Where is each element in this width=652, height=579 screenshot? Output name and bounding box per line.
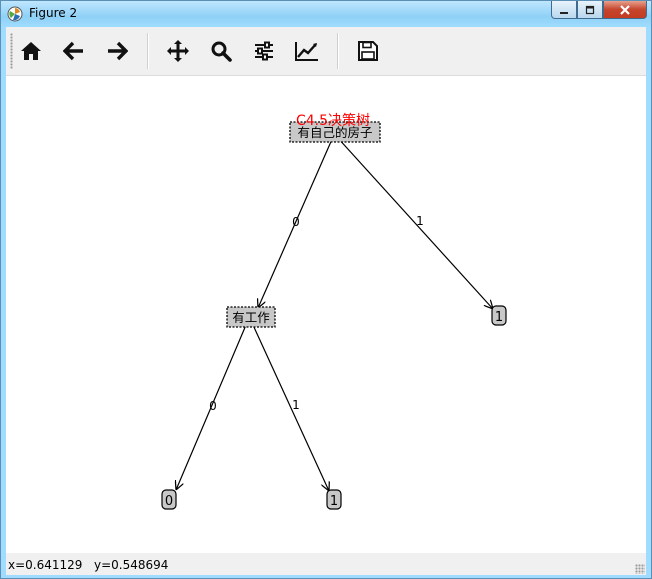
edge-label-work-0: 0 [209, 399, 217, 413]
toolbar-grip[interactable] [10, 33, 13, 69]
figure-canvas[interactable]: 0 1 0 1 有自己的房子 C4.5决策树 有工作 1 [6, 76, 646, 553]
back-button[interactable] [58, 35, 90, 67]
move-icon [167, 40, 189, 62]
decision-node-root: 有自己的房子 [289, 121, 381, 143]
close-icon [620, 4, 630, 15]
sliders-icon [255, 41, 273, 61]
home-button[interactable] [15, 35, 47, 67]
leaf-node-root-1: 1 [491, 305, 507, 326]
forward-button[interactable] [101, 35, 133, 67]
status-bar: x=0.641129 y=0.548694 [6, 553, 646, 575]
matplotlib-icon [7, 6, 23, 22]
edge-root-to-work [258, 136, 334, 308]
leaf-node-work-0: 0 [161, 489, 177, 510]
edge-work-to-leaf1 [252, 324, 329, 491]
cursor-y-readout: y=0.548694 [94, 558, 169, 572]
leaf-node-root-1-label: 1 [495, 310, 503, 325]
subplots-button[interactable] [248, 35, 280, 67]
edge-label-work-1: 1 [292, 398, 300, 412]
arrow-left-icon [63, 41, 83, 61]
save-button[interactable] [352, 35, 384, 67]
maximize-button[interactable] [577, 1, 603, 19]
edge-work-to-leaf0 [176, 324, 247, 490]
floppy-disk-icon [358, 41, 378, 61]
pan-button[interactable] [162, 35, 194, 67]
window-title: Figure 2 [29, 6, 78, 20]
title-bar[interactable]: Figure 2 [1, 1, 651, 27]
edge-label-root-1: 1 [416, 214, 424, 228]
edge-label-root-0: 0 [292, 215, 300, 229]
edit-axes-button[interactable] [291, 35, 323, 67]
home-icon [21, 42, 41, 60]
decision-node-work: 有工作 [226, 306, 276, 328]
figure-title: C4.5决策树 [296, 112, 370, 129]
leaf-node-work-0-label: 0 [165, 494, 173, 509]
maximize-icon [585, 5, 595, 14]
edge-root-to-leaf [336, 136, 493, 309]
figure-client-area: 0 1 0 1 有自己的房子 C4.5决策树 有工作 1 [6, 27, 646, 575]
navigation-toolbar [6, 27, 646, 76]
arrow-right-icon [108, 41, 128, 61]
cursor-x-readout: x=0.641129 [8, 558, 83, 572]
zoom-button[interactable] [205, 35, 237, 67]
magnifier-icon [211, 41, 232, 62]
leaf-node-work-1-label: 1 [330, 494, 338, 509]
line-chart-icon [295, 42, 318, 61]
minimize-button[interactable] [551, 1, 577, 19]
decision-node-root-label: 有自己的房子 [297, 125, 372, 140]
minimize-icon [560, 11, 568, 14]
leaf-node-work-1: 1 [326, 489, 342, 510]
resize-grip[interactable] [635, 564, 645, 574]
decision-node-work-label: 有工作 [232, 310, 270, 325]
toolbar-separator [147, 33, 149, 69]
toolbar-separator [337, 33, 339, 69]
close-button[interactable] [603, 1, 647, 19]
